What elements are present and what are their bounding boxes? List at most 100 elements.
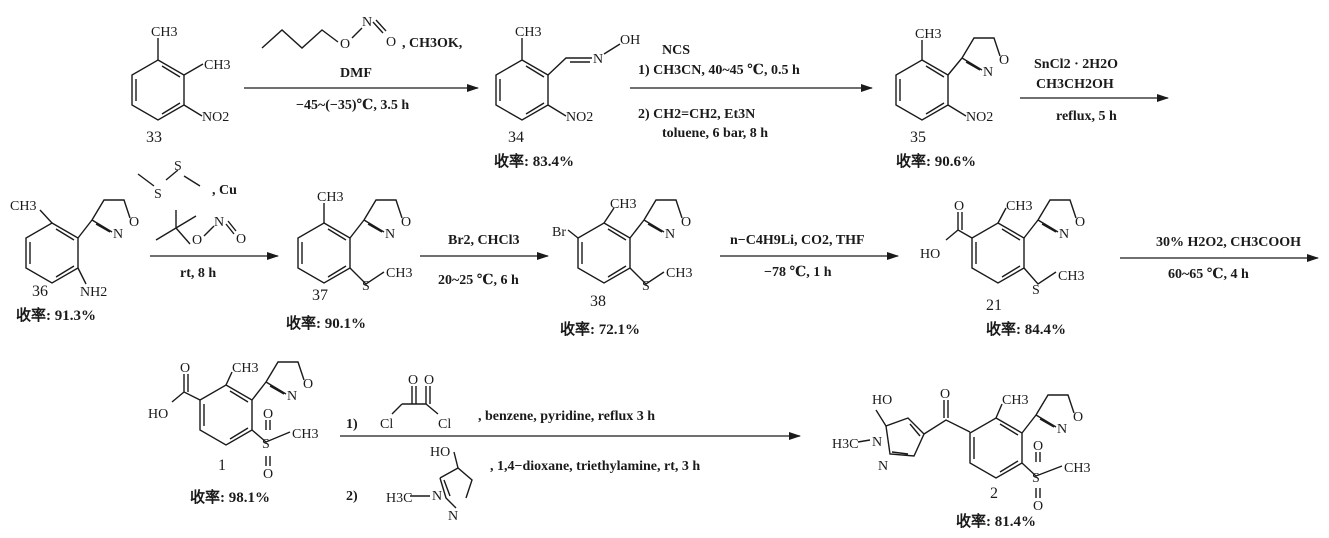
sulfonyl-oxygens xyxy=(1035,452,1041,498)
svg-text:2) CH2=CH2, Et3N: 2) CH2=CH2, Et3N xyxy=(638,107,755,122)
methyl-label: CH3 xyxy=(1058,269,1084,284)
carbonyl-oxygen-label: O xyxy=(940,387,950,402)
sulfonyl-oxygen-label: O xyxy=(263,467,273,482)
methyl-label: CH3 xyxy=(204,58,230,73)
svg-text:DMF: DMF xyxy=(340,66,372,81)
amine-label: NH2 xyxy=(80,285,107,300)
svg-text:60~65 ℃, 4 h: 60~65 ℃, 4 h xyxy=(1168,267,1249,282)
svg-text:Br2, CHCl3: Br2, CHCl3 xyxy=(448,233,520,248)
nitrogen-label: N xyxy=(214,215,224,230)
sulfonyl-oxygen-label: O xyxy=(1033,499,1043,514)
compound-2: HO H3C N N O CH3 O N O S O CH3 2 收率: 81.… xyxy=(832,387,1090,530)
compound-number: 34 xyxy=(508,129,524,146)
carbonyl-oxygen-label: O xyxy=(180,361,190,376)
step-8-conditions: 1) O O Cl Cl , benzene, pyridine, reflux… xyxy=(346,373,700,524)
benzene-ring xyxy=(577,222,631,284)
pyrazolone-ring xyxy=(439,451,473,509)
hydroxyl-label: HO xyxy=(430,445,450,460)
compound-number: 37 xyxy=(312,287,328,304)
svg-text:1): 1) xyxy=(346,417,358,432)
isoxazoline-nitrogen-label: N xyxy=(1057,422,1067,437)
benzene-ring xyxy=(895,59,949,121)
methyl-label: CH3 xyxy=(151,25,177,40)
methyl-label: CH3 xyxy=(10,199,36,214)
oxime-nitrogen-label: N xyxy=(593,52,603,67)
dimethyl-disulfide xyxy=(137,169,201,187)
yield-label: 收率: 98.1% xyxy=(190,488,270,506)
isoxazoline-oxygen-label: O xyxy=(999,53,1009,68)
step-7-conditions: 30% H2O2, CH3COOH 60~65 ℃, 4 h xyxy=(1156,235,1301,282)
compound-36: CH3 O N NH2 36 收率: 91.3% xyxy=(10,199,139,324)
svg-text:2): 2) xyxy=(346,489,358,504)
svg-text:−45~(−35)℃, 3.5 h: −45~(−35)℃, 3.5 h xyxy=(296,98,409,113)
methyl-label: CH3 xyxy=(666,266,692,281)
svg-text:reflux, 5 h: reflux, 5 h xyxy=(1056,109,1117,124)
bromine-label: Br xyxy=(552,225,566,240)
sulfur-label: S xyxy=(642,279,650,294)
benzene-ring xyxy=(971,222,1025,284)
nitrogen-label: N xyxy=(448,509,458,524)
carbonyl-bridge xyxy=(923,400,971,435)
isoxazoline-ring xyxy=(1037,199,1077,233)
chlorine-label: Cl xyxy=(438,417,451,432)
carboxylic-acid xyxy=(171,374,201,403)
tert-butyl xyxy=(155,210,197,245)
methyl-label: CH3 xyxy=(1002,393,1028,408)
benzene-ring xyxy=(199,384,253,446)
benzene-ring xyxy=(969,417,1023,479)
compound-1: O HO CH3 O N O S O CH3 1 收率: 98.1% xyxy=(148,361,318,506)
oxygen-label: O xyxy=(424,373,434,388)
isoxazoline-oxygen-label: O xyxy=(303,377,313,392)
chlorine-label: Cl xyxy=(380,417,393,432)
benzene-ring xyxy=(131,59,185,121)
svg-text:, 1,4−dioxane, triethylamine,: , 1,4−dioxane, triethylamine, rt, 3 h xyxy=(490,459,700,474)
oxygen-label: O xyxy=(192,233,202,248)
methyl-label: CH3 xyxy=(1006,199,1032,214)
carbonyl-oxygen-label: O xyxy=(954,199,964,214)
isoxazoline-ring xyxy=(643,199,683,233)
nitro-label: NO2 xyxy=(566,110,593,125)
svg-text:20~25 ℃, 6 h: 20~25 ℃, 6 h xyxy=(438,273,519,288)
oxygen-label: O xyxy=(408,373,418,388)
yield-label: 收率: 84.4% xyxy=(986,320,1066,338)
hydroxyl-label: HO xyxy=(148,407,168,422)
svg-text:toluene, 6 bar, 8 h: toluene, 6 bar, 8 h xyxy=(662,126,768,141)
sulfur-label: S xyxy=(262,437,270,452)
svg-text:n−C4H9Li, CO2, THF: n−C4H9Li, CO2, THF xyxy=(730,233,865,248)
svg-text:−78 ℃, 1 h: −78 ℃, 1 h xyxy=(764,265,832,280)
step-1-conditions: O N O , CH3OK, DMF −45~(−35)℃, 3.5 h xyxy=(261,15,462,113)
compound-35: CH3 O N NO2 35 收率: 90.6% xyxy=(895,27,1009,170)
oxygen-label: O xyxy=(386,35,396,50)
methyl-label: CH3 xyxy=(915,27,941,42)
isoxazoline-ring xyxy=(363,199,403,233)
step-4-conditions: S S , Cu O N O rt, 8 h xyxy=(137,159,246,281)
sulfur-label: S xyxy=(1032,283,1040,298)
compound-34: CH3 N OH NO2 34 收率: 83.4% xyxy=(494,25,640,170)
compound-number: 21 xyxy=(986,297,1002,314)
methyl-label: CH3 xyxy=(1064,461,1090,476)
compound-37: CH3 O N S CH3 37 收率: 90.1% xyxy=(286,190,412,332)
yield-label: 收率: 72.1% xyxy=(560,320,640,338)
nitro-label: NO2 xyxy=(966,110,993,125)
isoxazoline-nitrogen-label: N xyxy=(287,389,297,404)
step-6-conditions: n−C4H9Li, CO2, THF −78 ℃, 1 h xyxy=(730,233,865,280)
isoxazoline-nitrogen-label: N xyxy=(1059,227,1069,242)
isoxazoline-ring xyxy=(961,37,1001,71)
sulfur-label: S xyxy=(174,159,182,174)
nitrogen-label: N xyxy=(872,435,882,450)
svg-text:rt, 8 h: rt, 8 h xyxy=(180,266,216,281)
sulfur-label: S xyxy=(362,279,370,294)
nitrogen-label: N xyxy=(432,489,442,504)
sulfonyl-oxygens xyxy=(265,420,271,466)
svg-text:, CH3OK,: , CH3OK, xyxy=(402,36,462,51)
yield-label: 收率: 81.4% xyxy=(956,512,1036,530)
methyl-label: CH3 xyxy=(232,361,258,376)
nitro-label: NO2 xyxy=(202,110,229,125)
benzene-ring xyxy=(25,222,79,284)
benzene-ring xyxy=(297,222,351,284)
sulfur-label: S xyxy=(154,187,162,202)
step-3-conditions: SnCl2 · 2H2O CH3CH2OH reflux, 5 h xyxy=(1034,57,1118,124)
sulfonyl-oxygen-label: O xyxy=(263,407,273,422)
methyl-label: CH3 xyxy=(386,266,412,281)
compound-number: 2 xyxy=(990,485,998,502)
